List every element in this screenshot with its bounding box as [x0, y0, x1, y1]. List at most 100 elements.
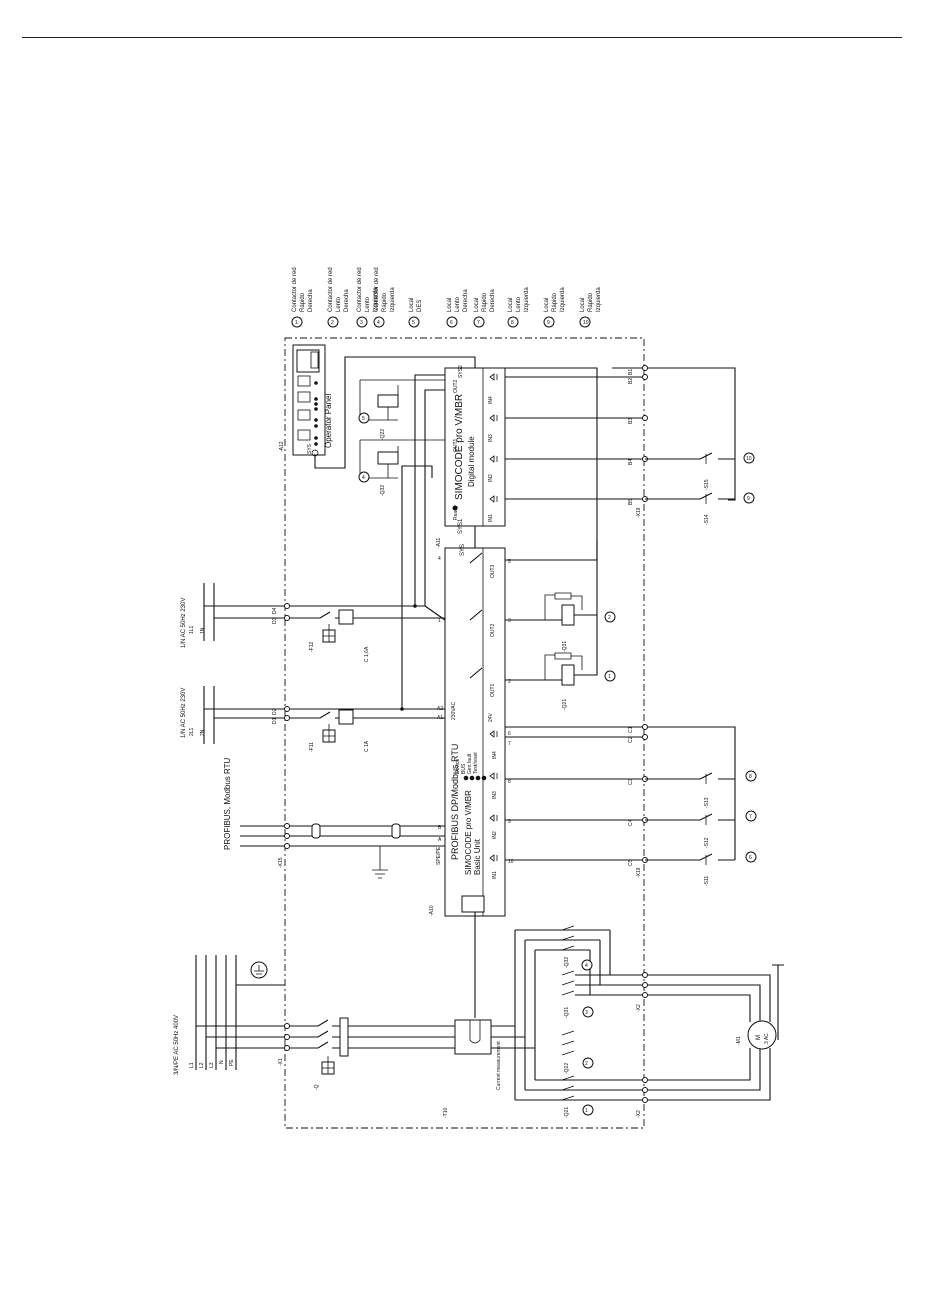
basic-unit-ref: -A10 [429, 905, 435, 916]
digital-module-title: SIMOCODE pro V/MBR [454, 394, 465, 500]
pushbuttons-bottom: -S13 -S12 -S11 8 7 6 [645, 770, 757, 886]
fuse-f11: -F11 C 1A [290, 708, 445, 752]
pin-10: 10 [508, 859, 514, 865]
coil-q32: -Q32 [359, 439, 445, 496]
marker-9: 9 [747, 496, 750, 502]
pb-s11-ref: -S11 [704, 876, 710, 886]
q21-contact-ref: -Q21 [564, 1107, 570, 1118]
operator-panel-label: Operator Panel [324, 394, 333, 448]
current-measurement-label: Current measurement [496, 1041, 502, 1090]
fuse-f12: -F12 C 1,6A [290, 605, 445, 662]
bus-connection: PROFIBUS, Modbus RTU -X15 B A SPE/PE [223, 757, 445, 879]
legend-line: Local [474, 298, 480, 312]
bus-pin-spe: SPE/PE [436, 846, 442, 865]
main-supply-label: 3/N/PE AC 50Hz 400V [174, 1015, 180, 1075]
q32-contact-ref: -Q32 [564, 957, 570, 968]
control-supply-1-label: 1/N AC 50Hz 230V [181, 598, 187, 648]
motor-phases: 3 AC [764, 1033, 770, 1044]
legend-line: Izquierda [560, 287, 566, 312]
x19-digital-terminals: B1 B2 B3 B4 B5 -X19 [505, 365, 736, 518]
marker-2: 2 [608, 615, 611, 621]
main-switch-ref: -Q [314, 1084, 320, 1090]
control-supply-2-label: 1/N AC 50Hz 230V [181, 688, 187, 738]
x19-ref-top: -X19 [636, 507, 642, 518]
marker-1-contact: 1 [585, 1108, 588, 1114]
coil-q21: -Q21 [544, 615, 598, 710]
bus-pin-a: A [438, 837, 442, 843]
term-b3: B3 [628, 418, 634, 424]
legend-number: 7 [477, 320, 480, 326]
main-l1: L1 [189, 1062, 195, 1068]
operator-panel-ref: -A12 [279, 441, 285, 452]
legend-line: Izquierda [373, 287, 379, 312]
legend-line: Rápido [482, 292, 488, 312]
main-pe: PE [229, 1059, 235, 1066]
pin-2: 2 [508, 679, 511, 685]
legend-line: Rápido [588, 292, 594, 312]
legend-line: Contactor de red [292, 267, 298, 312]
legend-line: Derecha [463, 289, 469, 312]
pin-8: 8 [508, 779, 511, 785]
operator-panel: Operator Panel SYS -A12 [279, 344, 333, 457]
main-l3: L3 [209, 1062, 215, 1068]
marker-1: 1 [608, 674, 611, 680]
marker-5-coil: 5 [362, 416, 365, 422]
supply-2l1: 2L1 [189, 727, 195, 736]
legend-line: Derecha [308, 289, 314, 312]
main-l2: L2 [199, 1062, 205, 1068]
coil-q22-ref: -Q22 [380, 429, 386, 440]
legend-number: 2 [331, 320, 334, 326]
term-b5: B5 [628, 499, 634, 505]
term-b1: B1 [628, 369, 634, 375]
marker-3-contact: 3 [585, 1010, 588, 1016]
dm-sys2-label: SYS2 [458, 365, 464, 378]
bu-in1-label: IN1 [492, 871, 498, 879]
basic-unit-leds: Device BUS Gen.fault Test/reset [455, 752, 487, 781]
marker-10: 10 [746, 456, 752, 462]
dm-ref: -A11 [436, 538, 442, 548]
motor-m1: M 3 AC -M1 [648, 964, 784, 1101]
term-b2: B2 [628, 378, 634, 384]
legend-line: Derecha [490, 289, 496, 312]
legend-marker-circle [356, 316, 368, 328]
x1-ref: -X1 [278, 1058, 284, 1066]
coil-q31: -Q31 [505, 540, 598, 681]
legend-line: Izquierda [524, 287, 530, 312]
legend-line: Local [544, 298, 550, 312]
led-device-label: Device [455, 758, 461, 774]
legend-marker-circle [327, 316, 339, 328]
bu-in2-label: IN2 [492, 831, 498, 839]
legend-line: Lento [516, 296, 522, 312]
legend-number: 8 [511, 320, 514, 326]
legend-line: Lento [455, 296, 461, 312]
supply-terminals: D4 D3 D2 D1 [272, 603, 290, 724]
marker-2-contact: 2 [585, 1061, 588, 1067]
pin-5: 5 [508, 559, 511, 565]
marker-6: 6 [749, 855, 752, 861]
legend-number: 4 [377, 320, 380, 326]
marker-4-contact: 4 [585, 963, 588, 969]
legend-number: 10 [583, 320, 589, 326]
supply-2n: 2N [200, 729, 206, 736]
basic-unit-title: PROFIBUS DP/Modbus RTU [450, 744, 460, 860]
bu-in3-label: IN3 [492, 791, 498, 799]
coil-q32-ref: -Q32 [380, 485, 386, 496]
basic-unit: PROFIBUS DP/Modbus RTU SIMOCODE pro V/MB… [429, 544, 514, 917]
pb-s15-ref: -S15 [704, 479, 710, 490]
main-n: N [219, 1060, 225, 1064]
q31-contact-ref: -Q31 [564, 1007, 570, 1018]
bu-out3-label: OUT3 [490, 564, 496, 578]
legend-line: Local [447, 298, 453, 312]
term-d1: D1 [272, 717, 278, 724]
legend-line: Contactor de red [374, 267, 380, 312]
pin-7: 7 [508, 741, 511, 747]
dm-ready-label: Ready [453, 505, 459, 520]
legend-marker-circle [291, 316, 303, 328]
basic-unit-supply-label: 230VAC [451, 701, 457, 720]
